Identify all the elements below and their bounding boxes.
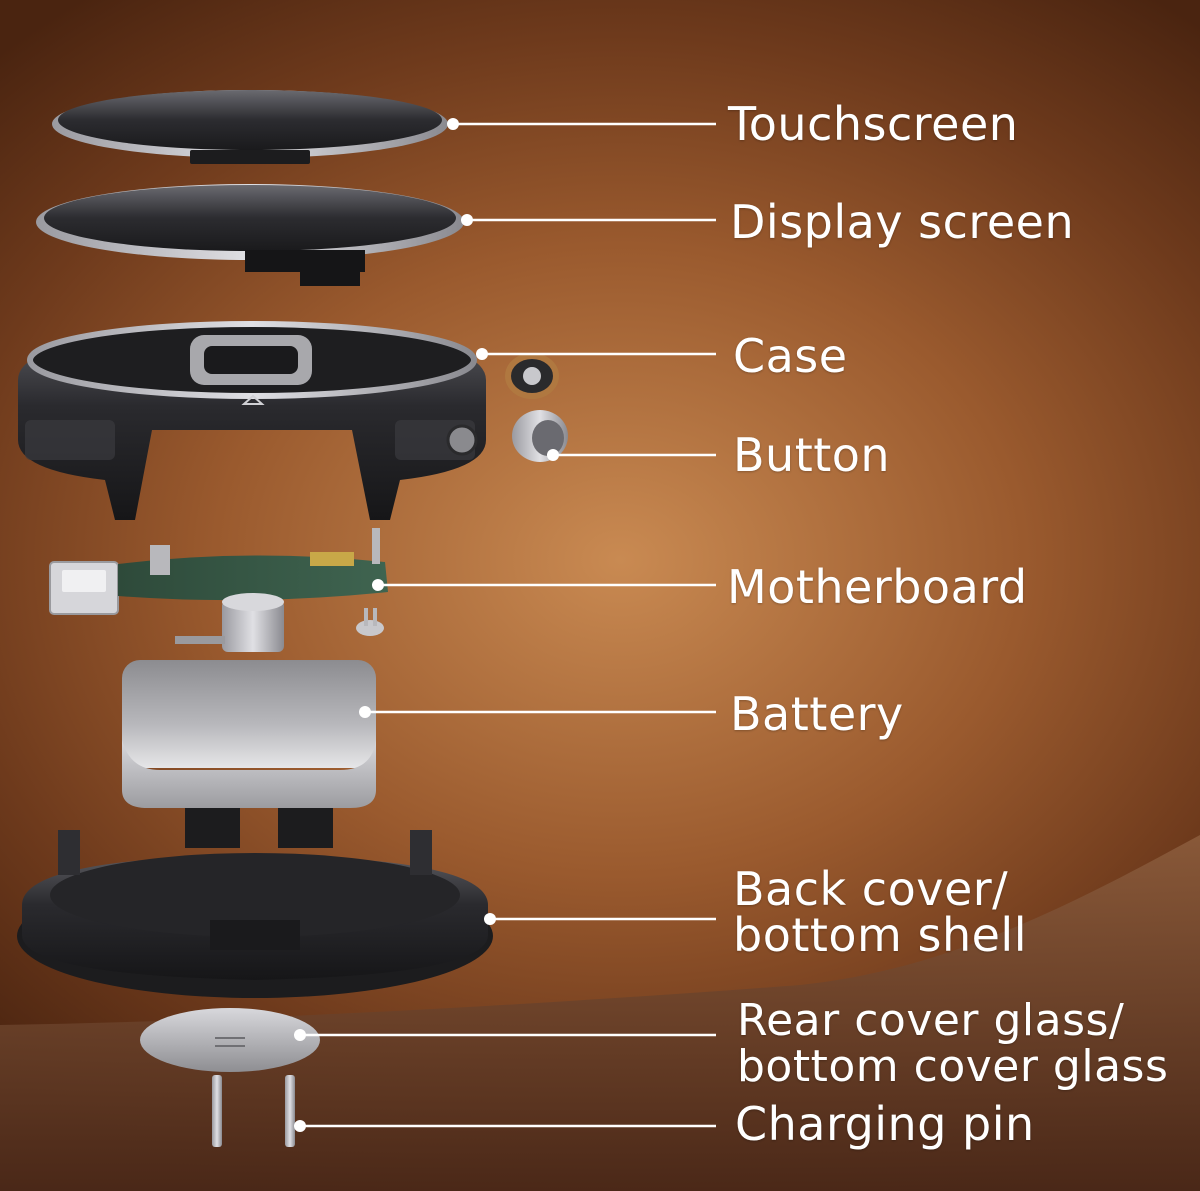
label-touchscreen-text: Touchscreen <box>728 97 1019 151</box>
label-touchscreen: Touchscreen <box>728 100 1018 148</box>
label-charging-pin: Charging pin <box>735 1100 1035 1148</box>
sand-dune-background <box>0 835 1200 1191</box>
rear-cover-glass-part <box>140 1008 320 1072</box>
label-display-screen-text: Display screen <box>730 195 1075 249</box>
label-back-cover-line2: bottom shell <box>733 908 1027 962</box>
charging-pin-part <box>212 1075 295 1147</box>
label-display-screen: Display screen <box>730 198 1074 246</box>
label-case: Case <box>733 332 848 380</box>
label-rear-cover-glass-line2: bottom cover glass <box>737 1041 1169 1092</box>
leader-dots <box>294 118 559 1132</box>
label-motherboard-text: Motherboard <box>727 560 1028 614</box>
case-part <box>18 321 486 520</box>
label-charging-pin-text: Charging pin <box>735 1097 1035 1151</box>
label-button: Button <box>733 431 890 479</box>
label-rear-cover-glass: Rear cover glass/ bottom cover glass <box>737 998 1168 1090</box>
back-cover-part <box>17 830 493 998</box>
touchscreen-part <box>52 90 448 164</box>
leader-lines <box>300 122 716 1128</box>
button-part <box>505 353 568 462</box>
label-battery: Battery <box>730 690 904 738</box>
label-back-cover-line1: Back cover/ <box>733 862 1009 916</box>
label-battery-text: Battery <box>730 687 904 741</box>
motherboard-part <box>49 528 388 652</box>
label-case-text: Case <box>733 329 848 383</box>
label-rear-cover-glass-line1: Rear cover glass/ <box>737 995 1125 1046</box>
label-motherboard: Motherboard <box>727 563 1028 611</box>
label-back-cover: Back cover/ bottom shell <box>733 866 1027 958</box>
battery-part <box>122 660 376 848</box>
label-button-text: Button <box>733 428 891 482</box>
display-screen-part <box>36 184 464 286</box>
